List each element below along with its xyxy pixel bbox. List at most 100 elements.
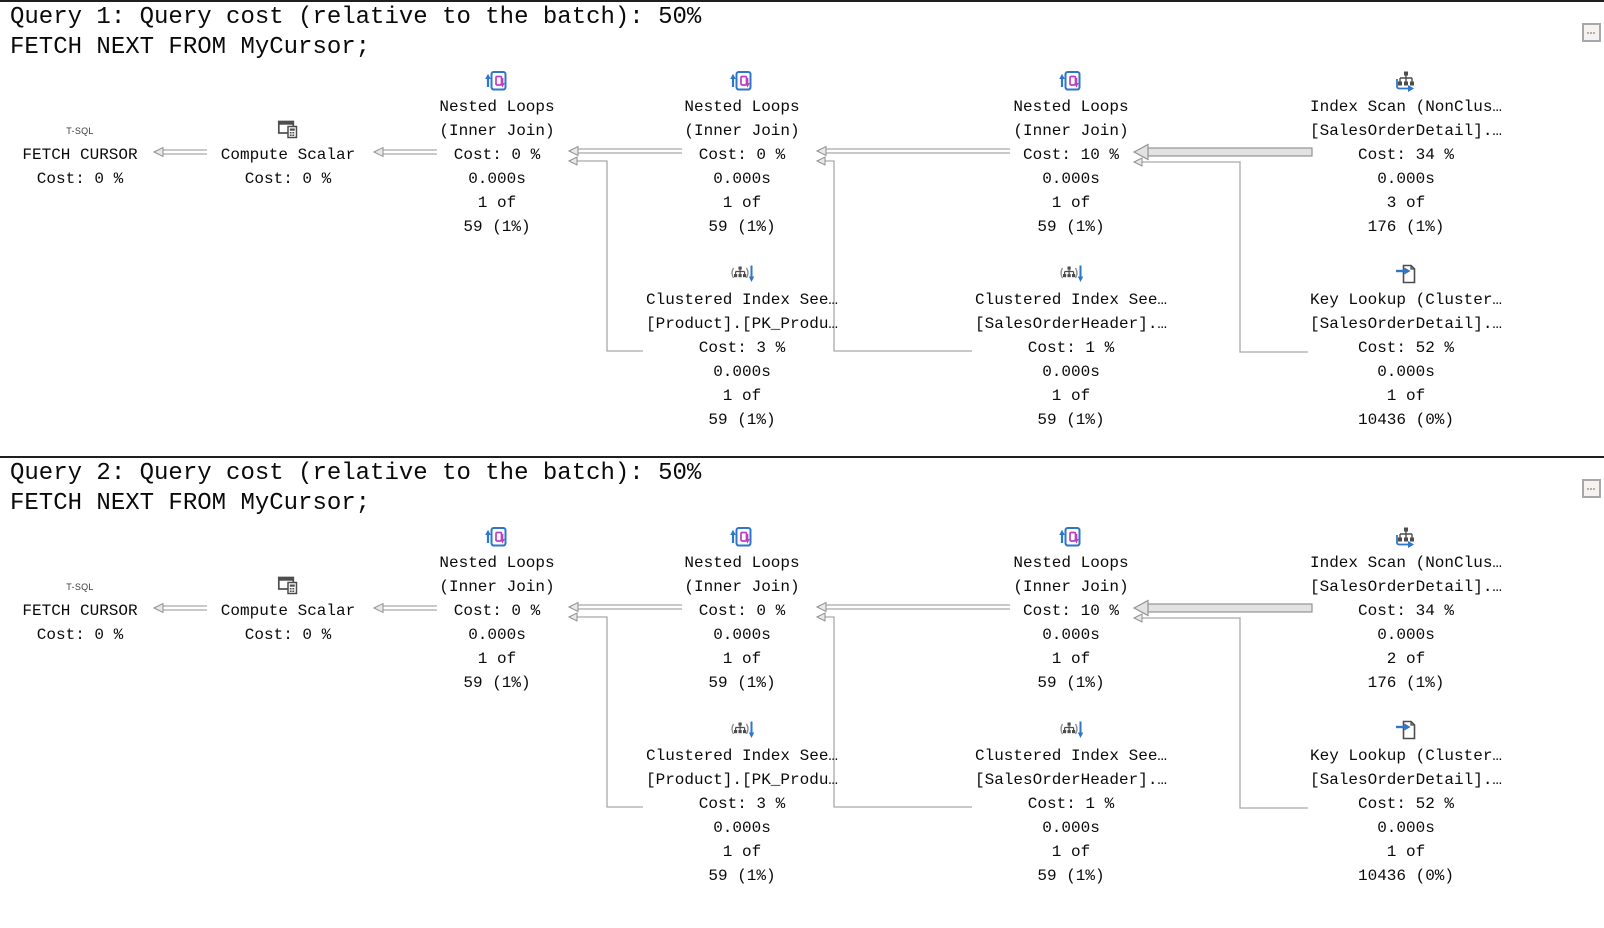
node-line: Key Lookup (Cluster… [1309, 291, 1503, 309]
plan-edge[interactable] [372, 146, 437, 158]
nested-loops-icon [1059, 69, 1083, 93]
node-line: [SalesOrderDetail].… [1309, 315, 1503, 333]
node-line: Clustered Index See… [974, 747, 1168, 765]
plan-node-nested-loops-3[interactable]: Nested Loops(Inner Join)Cost: 10 %0.000s… [941, 67, 1201, 239]
node-line: Clustered Index See… [645, 747, 839, 765]
node-line: 0.000s [468, 626, 526, 644]
drag-handle-icon [1587, 487, 1596, 490]
node-line: 0.000s [1042, 626, 1100, 644]
node-line: 1 of [722, 650, 762, 668]
plan-node-clustered-index-seek-product[interactable]: Clustered Index See… [Product].[PK_Produ…… [612, 260, 872, 432]
node-line: (Inner Join) [1013, 578, 1129, 596]
node-line: 176 (1%) [1367, 218, 1445, 236]
index-seek-icon [729, 718, 755, 742]
drag-handle-icon [1587, 31, 1596, 34]
node-line: (Inner Join) [684, 578, 800, 596]
query-header: Query 2: Query cost (relative to the bat… [10, 460, 702, 487]
plan-node-nested-loops-3[interactable]: Nested Loops(Inner Join)Cost: 10 %0.000s… [941, 523, 1201, 695]
plan-node-key-lookup[interactable]: Key Lookup (Cluster… [SalesOrderDetail].…… [1276, 260, 1536, 432]
node-line: Cost: 1 % [1027, 795, 1115, 813]
node-line: 59 (1%) [463, 674, 531, 692]
index-seek-icon [1058, 718, 1084, 742]
node-line: Nested Loops [684, 554, 800, 572]
plan-node-clustered-index-seek-salesorderheader[interactable]: Clustered Index See… [SalesOrderHeader].…… [941, 716, 1201, 888]
plan-edge-elbow[interactable] [1132, 157, 1308, 353]
node-line: [SalesOrderDetail].… [1309, 578, 1503, 596]
plan-node-clustered-index-seek-product[interactable]: Clustered Index See… [Product].[PK_Produ…… [612, 716, 872, 888]
plan-edge[interactable] [152, 602, 207, 614]
node-line: (Inner Join) [439, 122, 555, 140]
node-line: 59 (1%) [708, 867, 776, 885]
node-line: Nested Loops [1013, 98, 1129, 116]
node-line: [Product].[PK_Produ… [645, 771, 839, 789]
key-lookup-icon [1394, 718, 1418, 742]
pane-corner-button[interactable] [1582, 23, 1601, 42]
node-line: Cost: 34 % [1357, 602, 1454, 620]
node-line: Cost: 1 % [1027, 339, 1115, 357]
node-line: 0.000s [1377, 819, 1435, 837]
node-line: 1 of [1386, 387, 1426, 405]
node-line: 10436 (0%) [1357, 411, 1454, 429]
nested-loops-icon [485, 525, 509, 549]
node-line: 0.000s [713, 626, 771, 644]
node-line: [SalesOrderDetail].… [1309, 122, 1503, 140]
node-line: 0.000s [1377, 626, 1435, 644]
node-line: 10436 (0%) [1357, 867, 1454, 885]
plan-edge-wide[interactable] [1132, 599, 1313, 617]
node-line: 59 (1%) [708, 674, 776, 692]
plan-edge[interactable] [567, 601, 682, 613]
node-line: Nested Loops [439, 98, 555, 116]
plan-edge-elbow[interactable] [567, 156, 643, 352]
tsql-badge: T-SQL [66, 582, 94, 592]
node-line: Cost: 10 % [1022, 146, 1119, 164]
node-line: (Inner Join) [684, 122, 800, 140]
node-line: Cost: 52 % [1357, 339, 1454, 357]
node-line: 1 of [1051, 387, 1091, 405]
plan-node-clustered-index-seek-salesorderheader[interactable]: Clustered Index See…[SalesOrderHeader].…… [941, 260, 1201, 432]
node-line: Nested Loops [439, 554, 555, 572]
plan-edge-elbow[interactable] [1132, 613, 1308, 809]
plan-edge[interactable] [152, 146, 207, 158]
nested-loops-icon [730, 525, 754, 549]
node-line: [Product].[PK_Produ… [645, 315, 839, 333]
plan-node-index-scan[interactable]: Index Scan (NonClus… [SalesOrderDetail].…… [1276, 523, 1536, 695]
plan-node-key-lookup[interactable]: Key Lookup (Cluster…[SalesOrderDetail].…… [1276, 716, 1536, 888]
query-statement: FETCH NEXT FROM MyCursor; [10, 34, 371, 61]
node-line: Clustered Index See… [645, 291, 839, 309]
node-line: FETCH CURSOR [22, 602, 138, 620]
plan-edge[interactable] [567, 145, 682, 157]
node-line: 59 (1%) [1037, 867, 1105, 885]
plan-edge[interactable] [815, 145, 1010, 157]
plan-edge-elbow[interactable] [815, 612, 972, 808]
index-scan-icon [1394, 525, 1418, 549]
plan-edge[interactable] [372, 602, 437, 614]
plan-edge-elbow[interactable] [567, 612, 643, 808]
plan-edge-wide[interactable] [1132, 143, 1313, 161]
node-line: Index Scan (NonClus… [1309, 98, 1503, 116]
node-line: Cost: 3 % [698, 339, 786, 357]
plan-node-index-scan[interactable]: Index Scan (NonClus… [SalesOrderDetail].…… [1276, 67, 1536, 239]
node-line: 1 of [1051, 194, 1091, 212]
node-line: 59 (1%) [463, 218, 531, 236]
node-line: 1 of [1386, 843, 1426, 861]
key-lookup-icon [1394, 262, 1418, 286]
node-line: Cost: 0 % [244, 170, 332, 188]
plan-edge[interactable] [815, 601, 1010, 613]
node-line: Nested Loops [684, 98, 800, 116]
plan-edge-elbow[interactable] [815, 156, 972, 352]
node-line: [SalesOrderHeader].… [974, 315, 1168, 333]
node-line: Index Scan (NonClus… [1309, 554, 1503, 572]
pane-corner-button[interactable] [1582, 479, 1601, 498]
node-line: Cost: 0 % [453, 602, 541, 620]
node-line: 0.000s [468, 170, 526, 188]
node-line: [SalesOrderHeader].… [974, 771, 1168, 789]
